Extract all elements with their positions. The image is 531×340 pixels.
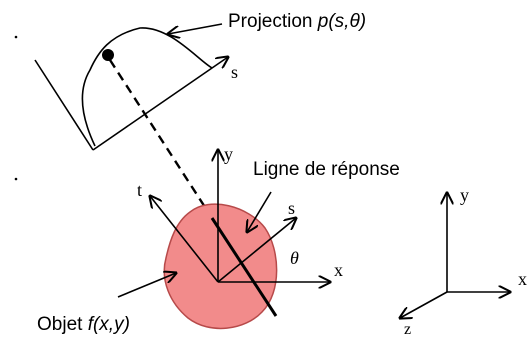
theta-label: θ [290, 248, 299, 268]
projection-curve [81, 27, 213, 147]
projection-s-axis [92, 57, 228, 151]
projection-dashed-line [108, 59, 214, 219]
stray-dot [14, 35, 18, 39]
object-label: Objet f(x,y) [37, 314, 130, 335]
ref-z-axis [400, 291, 448, 318]
t-axis [150, 196, 219, 283]
x-axis-label: x [334, 260, 343, 280]
s-axis-label: s [288, 198, 295, 218]
ref-y-label: y [460, 185, 469, 205]
response-line-label: Ligne de réponse [253, 159, 400, 180]
ref-x-label: x [518, 269, 527, 289]
s-axis [217, 218, 296, 283]
response-line [210, 217, 278, 317]
object-shape [163, 203, 278, 330]
projection-frame [34, 27, 228, 151]
stray-dot [14, 177, 18, 181]
projection-s-label: s [231, 62, 238, 82]
projection-label: Projection p(s,θ) [228, 11, 366, 32]
projection-pointer-arrow [168, 23, 223, 34]
response-pointer-arrow [247, 191, 272, 232]
t-axis-label: t [137, 180, 142, 200]
ref-z-label: z [404, 321, 411, 338]
object-pointer-arrow [117, 273, 176, 298]
y-axis-label: y [224, 144, 233, 164]
projection-frame-side [34, 59, 94, 151]
projection-point [102, 49, 114, 61]
